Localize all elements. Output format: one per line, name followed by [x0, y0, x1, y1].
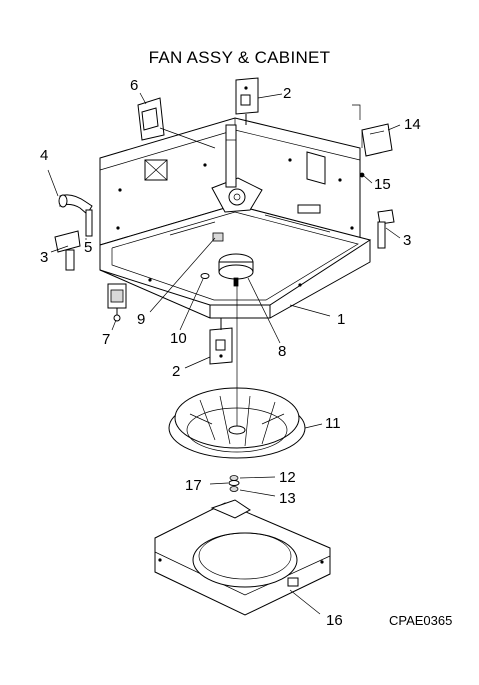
leader-lines	[47, 92, 401, 615]
callout-3-left: 3	[40, 249, 49, 266]
callout-11: 11	[325, 415, 341, 432]
part-8-fan-motor	[218, 253, 254, 287]
center-support-bracket	[225, 124, 237, 188]
part-15-screw	[359, 172, 365, 178]
diagram-title: FAN ASSY & CABINET	[148, 48, 331, 67]
callout-8: 8	[278, 343, 287, 360]
callout-15: 15	[374, 176, 391, 193]
part-14-electrical-box	[361, 123, 393, 157]
part-2-bracket-bottom	[209, 318, 233, 365]
part-17-washer	[228, 480, 240, 486]
part-13-nut	[229, 486, 239, 492]
callout-1: 1	[337, 311, 346, 328]
part-16-bell-mouth	[154, 499, 331, 616]
callout-12: 12	[279, 469, 296, 486]
part-12-nut	[229, 475, 239, 481]
cabinet-assembly	[99, 117, 372, 319]
part-7-float-switch	[107, 283, 127, 322]
part-3-bracket-right	[377, 209, 395, 249]
part-3-bracket-left	[54, 230, 81, 271]
callout-14: 14	[404, 116, 421, 133]
callout-3-right: 3	[403, 232, 412, 249]
part-9-bushing	[212, 232, 224, 242]
part-2-bracket-top	[235, 77, 259, 125]
callout-9: 9	[137, 311, 146, 328]
cabinet-slot	[297, 204, 321, 214]
callout-4: 4	[40, 147, 49, 164]
drawing-code: CPAE0365	[389, 613, 453, 628]
callout-7: 7	[102, 331, 111, 348]
part-4-drain-hose	[58, 194, 93, 215]
part-6-side-bracket	[137, 97, 216, 149]
callout-5: 5	[84, 239, 93, 256]
callout-13: 13	[279, 490, 296, 507]
part-11-turbo-fan	[168, 286, 306, 459]
callout-17: 17	[185, 477, 202, 494]
callout-2-bottom: 2	[172, 363, 181, 380]
cabinet-right-wall-opening	[306, 151, 326, 185]
callout-16: 16	[326, 612, 343, 629]
callout-10: 10	[170, 330, 187, 347]
callout-6: 6	[130, 77, 139, 94]
callout-2-top: 2	[283, 85, 292, 102]
part-10-washer	[200, 273, 210, 279]
part-5-drain-pipe	[85, 209, 93, 237]
wire-lead	[352, 104, 361, 120]
